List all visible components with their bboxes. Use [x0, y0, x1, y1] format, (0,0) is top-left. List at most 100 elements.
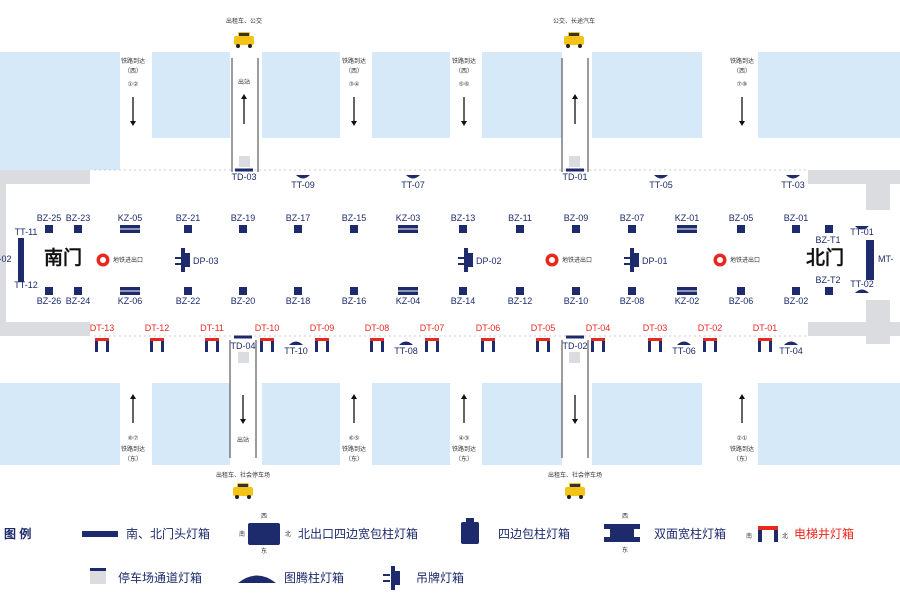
elevator-shaft-box	[703, 338, 717, 352]
wrap-column-box	[737, 287, 745, 295]
metro-exit-icon	[96, 253, 110, 267]
rail-arrival-direction: （西）	[733, 68, 751, 75]
compass-west: 西	[622, 513, 628, 520]
legend-title: 图 例	[4, 526, 31, 541]
taxi-icon	[233, 483, 253, 499]
legend-item-elevator: 电梯井灯箱	[794, 526, 854, 541]
elevator-shaft-box	[591, 338, 605, 352]
dt-label: DT-06	[476, 323, 501, 333]
parking-channel-box	[235, 168, 253, 172]
wrap-column-box	[792, 225, 800, 233]
east-mt-label: MT-	[878, 254, 894, 264]
rail-arrival-direction: （东）	[124, 455, 142, 463]
exit-down-arrow	[240, 395, 246, 424]
tt-label: TT-06	[672, 346, 696, 356]
compass-north: 北	[285, 530, 291, 538]
bz-t2-label: BZ-T2	[815, 275, 840, 285]
west-mt-label: -02	[0, 254, 12, 264]
down-arrow	[739, 97, 745, 126]
exit-up-arrow	[241, 94, 247, 124]
rail-arrival-direction: （东）	[345, 455, 363, 463]
double-wide-column-box	[677, 225, 697, 233]
compass-east: 东	[622, 546, 628, 554]
rail-platform-digits: ⑧⑦	[128, 435, 139, 442]
totem-box	[296, 175, 310, 179]
dt-label: DT-07	[420, 323, 445, 333]
side-corridors	[0, 170, 900, 344]
block	[372, 52, 450, 138]
dp-label: DP-01	[642, 256, 668, 266]
legend-item-north-exit-wide-wrap: 北出口四边宽包柱灯箱	[298, 526, 418, 541]
legend-item-gate-head: 南、北门头灯箱	[126, 526, 210, 541]
bz-label: BZ-05	[729, 213, 754, 223]
taxi-icon	[565, 483, 585, 499]
wrap-column-box	[239, 225, 247, 233]
dt-label: DT-02	[698, 323, 723, 333]
down-arrow	[351, 97, 357, 126]
compass-south: 南	[239, 530, 245, 538]
elevator-shaft-box	[205, 338, 219, 352]
block	[152, 383, 230, 465]
south-hall-label: 南门	[44, 246, 82, 269]
parking-channel-symbol	[90, 570, 106, 584]
totem-box	[855, 226, 869, 230]
totem-box	[289, 341, 303, 345]
rail-arrival-label: 铁路到达	[452, 445, 476, 453]
kz-label: KZ-03	[396, 213, 421, 223]
td-label: TD-04	[230, 341, 255, 351]
kz-label: KZ-02	[675, 296, 700, 306]
elevator-shaft-box	[370, 338, 384, 352]
block	[758, 383, 900, 465]
parking-channel-box	[566, 168, 584, 172]
top-destination-label: 公交、长途汽车	[553, 17, 595, 25]
td-label: TD-03	[231, 172, 256, 182]
block	[0, 383, 120, 465]
rail-arrival-direction: （东）	[733, 455, 751, 463]
block	[592, 383, 702, 465]
td-label: TD-02	[562, 341, 587, 351]
hanging-sign-box	[624, 248, 639, 272]
wrap-column-box	[239, 287, 247, 295]
elevator-shaft-box	[150, 338, 164, 352]
wrap-column-box	[350, 287, 358, 295]
metro-exit-label: 地铁进出口	[730, 256, 760, 264]
bz-label: BZ-12	[508, 296, 533, 306]
elevator-symbol	[774, 530, 778, 542]
elevator-shaft-box	[95, 338, 109, 352]
kz-label: KZ-04	[396, 296, 421, 306]
rail-arrival-label: 铁路到达	[342, 445, 366, 453]
rail-platform-digits: ⑥⑤	[349, 435, 360, 442]
wrap-column-box	[792, 287, 800, 295]
exit-label: 出站	[238, 78, 250, 86]
taxi-icon	[564, 32, 584, 48]
west-tt-label: TT-11	[15, 227, 38, 237]
elevator-symbol	[758, 530, 762, 542]
east-tt-label: TT-02	[850, 279, 874, 289]
kz-label: KZ-05	[118, 213, 143, 223]
exit-up-arrow	[572, 94, 578, 124]
metro-exit-icon	[545, 253, 559, 267]
elevator-shaft-box	[481, 338, 495, 352]
dt-label: DT-05	[531, 323, 556, 333]
rail-platform-digits: ⑦⑧	[737, 81, 748, 88]
legend-item-parking-channel: 停车场通道灯箱	[118, 570, 202, 585]
down-arrow	[130, 97, 136, 126]
rail-arrival-direction: （西）	[345, 68, 363, 75]
hanging-sign-symbol	[395, 571, 400, 585]
block	[372, 383, 450, 465]
dp-label: DP-03	[193, 256, 219, 266]
bz-label: BZ-06	[729, 296, 754, 306]
metro-exit-label: 地铁进出口	[113, 256, 143, 264]
bz-label: BZ-02	[784, 296, 809, 306]
elevator-shaft-box	[648, 338, 662, 352]
passage-walls	[229, 58, 589, 458]
bz-label: BZ-17	[286, 213, 311, 223]
east-tt-label: TT-01	[850, 227, 874, 237]
kz-label: KZ-06	[118, 296, 143, 306]
tt-label: TT-08	[394, 346, 418, 356]
dt-label: DT-12	[145, 323, 170, 333]
td-label: TD-01	[562, 172, 587, 182]
tt-label: TT-05	[649, 180, 673, 190]
bz-label: BZ-19	[231, 213, 256, 223]
legend-item-totem: 图腾柱灯箱	[284, 570, 344, 585]
